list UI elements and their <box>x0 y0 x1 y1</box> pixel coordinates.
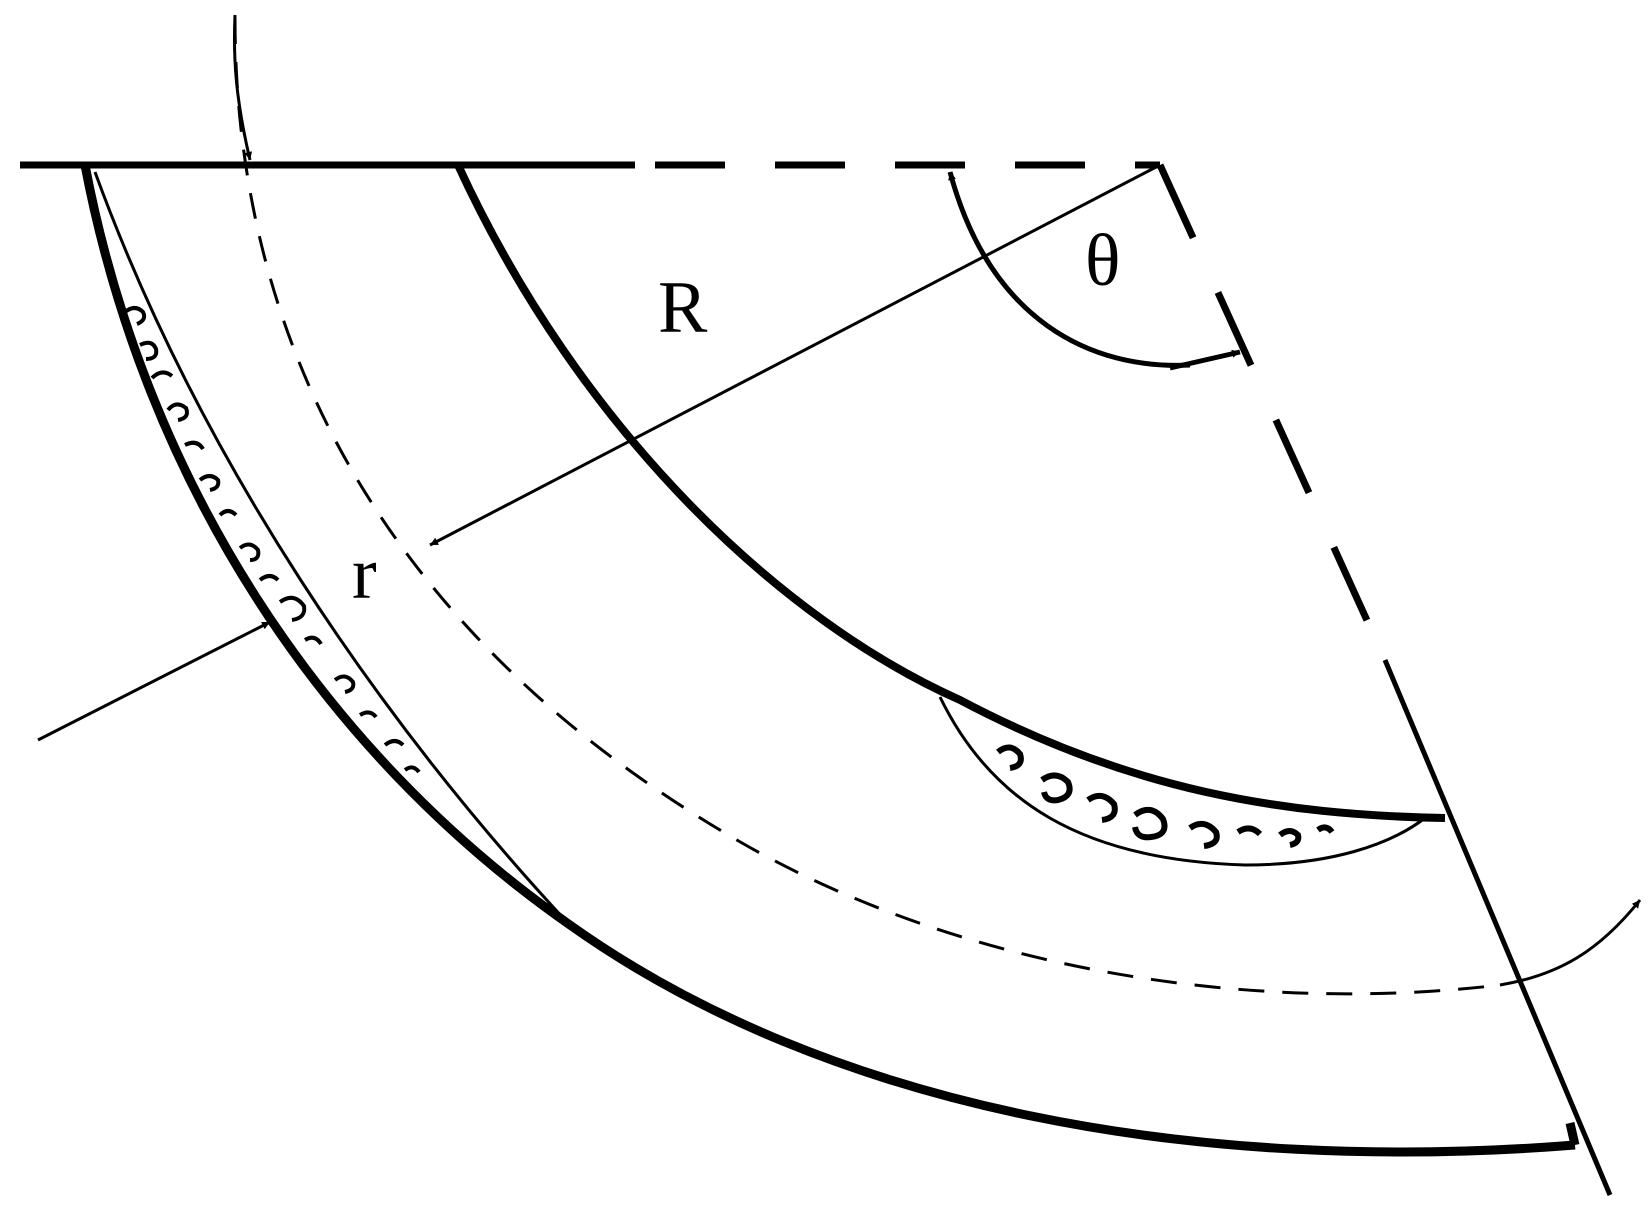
inner-deposit-boundary <box>938 696 1426 867</box>
pipe-radius-arrow <box>37 620 271 742</box>
flow-outlet-arrow <box>1499 899 1642 987</box>
inner-pipe-wall <box>454 163 1446 822</box>
bend-angle-arc-end <box>1169 349 1241 371</box>
end-reference-line-solid <box>1382 659 1613 1196</box>
bend-angle-label: θ <box>1085 220 1120 302</box>
bend-angle-arc <box>947 171 1191 368</box>
outer-deposit-boundary <box>93 171 567 922</box>
outer-wall-deposit-particles <box>123 306 421 774</box>
bend-radius-arrow <box>429 163 1161 547</box>
inner-wall-deposit-particles <box>996 744 1335 849</box>
end-reference-line-dashed <box>1156 163 1389 662</box>
outer-wall-end-cap <box>1565 1122 1580 1146</box>
pipe-centerline <box>233 17 1501 996</box>
flow-inlet-arrow <box>232 14 253 161</box>
outer-pipe-wall <box>80 164 1576 1157</box>
bend-radius-label: R <box>658 267 708 349</box>
pipe-radius-label: r <box>352 533 377 615</box>
